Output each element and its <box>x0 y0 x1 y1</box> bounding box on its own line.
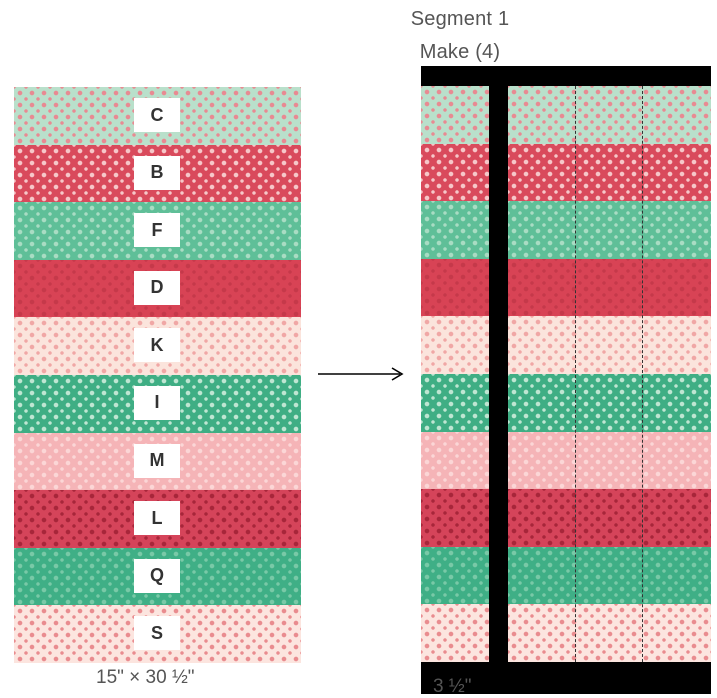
fabric-strip: B <box>14 144 301 203</box>
strip-label: I <box>134 385 180 420</box>
segment-strip <box>421 86 489 144</box>
right-arrow-icon <box>318 367 404 381</box>
fabric-strip: K <box>14 317 301 375</box>
segment-strip <box>508 374 711 432</box>
segment-subtitle: Make (4) <box>419 41 501 63</box>
segment-strip <box>421 431 489 490</box>
segment-strip <box>508 143 711 202</box>
segment-strip <box>508 316 711 374</box>
segment-strip <box>421 201 489 259</box>
segment-strip <box>508 604 711 662</box>
fabric-strip: Q <box>14 547 301 606</box>
segment-strip <box>508 546 711 605</box>
cut-line <box>575 86 576 662</box>
segment-strip <box>508 489 711 547</box>
fabric-strip: L <box>14 490 301 548</box>
fabric-strip: S <box>14 605 301 663</box>
strip-label: L <box>134 501 180 536</box>
strip-label: Q <box>134 558 180 593</box>
fabric-strip: C <box>14 87 301 145</box>
segment-strip <box>421 143 489 202</box>
segment-strip <box>508 431 711 490</box>
fabric-strip: D <box>14 259 301 318</box>
fabric-strip: M <box>14 432 301 491</box>
segment-strip <box>421 546 489 605</box>
segment-strip <box>421 489 489 547</box>
segment-strip <box>421 374 489 432</box>
segment-width-dimension: 3 ½" <box>433 676 472 697</box>
segment-diagram <box>421 66 711 694</box>
strip-label: M <box>134 443 180 478</box>
strip-label: S <box>134 616 180 651</box>
strip-label: K <box>134 328 180 363</box>
strip-label: F <box>134 213 180 248</box>
strip-label: B <box>134 155 180 190</box>
fabric-strip: I <box>14 374 301 433</box>
seam-bar <box>489 66 508 694</box>
segment-strip <box>421 258 489 317</box>
segment-strip <box>508 258 711 317</box>
segment-strip <box>508 86 711 144</box>
fabric-strip: F <box>14 202 301 260</box>
segment-title: Segment 1 <box>410 8 510 30</box>
segment-strip <box>508 201 711 259</box>
cut-line <box>642 86 643 662</box>
strip-set-dimension: 15" × 30 ½" <box>96 667 195 688</box>
strip-label: D <box>134 270 180 305</box>
segment-strips <box>421 86 711 662</box>
segment-strip <box>421 604 489 662</box>
segment-strip <box>421 316 489 374</box>
strip-label: C <box>134 98 180 132</box>
